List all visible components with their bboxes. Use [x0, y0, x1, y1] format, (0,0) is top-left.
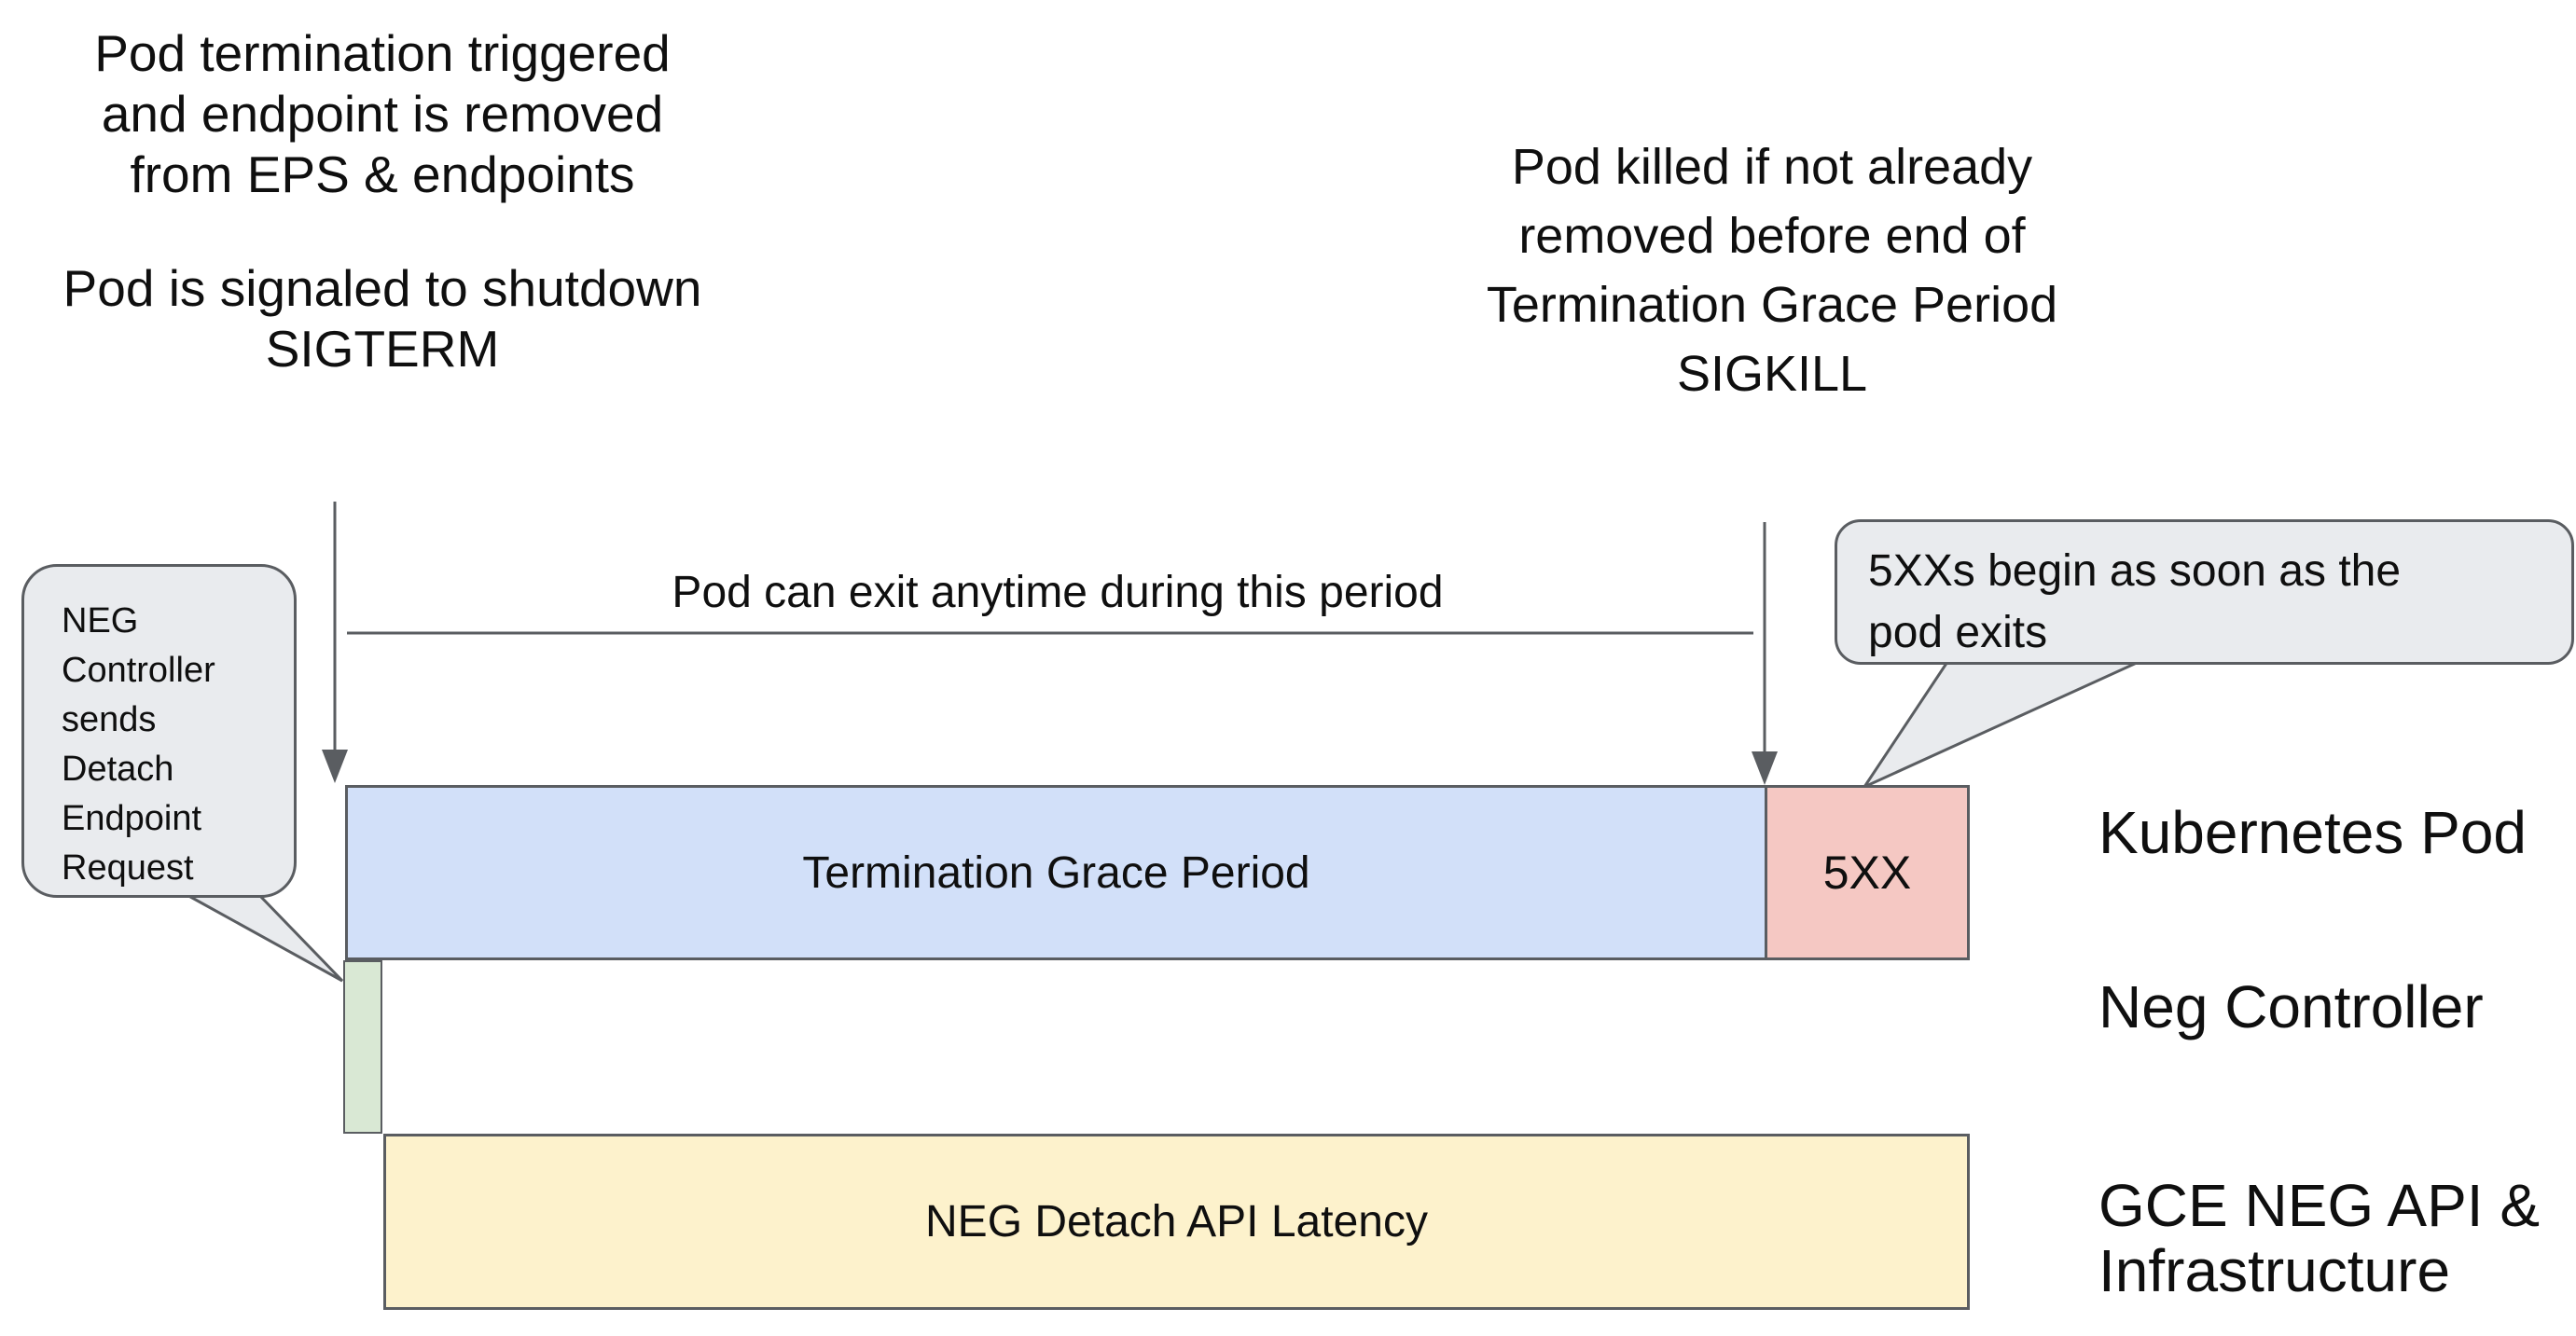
pod-killed-note: Pod killed if not already removed before…: [1441, 132, 2103, 408]
note-line: SIGTERM: [265, 320, 500, 378]
note-line: Pod termination triggered: [94, 24, 671, 82]
callout-line: sends: [62, 700, 157, 739]
callout-line: Request: [62, 848, 194, 888]
lane-label-gce-neg-api: GCE NEG API & Infrastructure: [2098, 1173, 2540, 1303]
note-line: SIGKILL: [1676, 346, 1868, 402]
neg-detach-api-latency-bar: NEG Detach API Latency: [383, 1134, 1970, 1310]
neg-callout-tail: [183, 891, 344, 983]
note-line: Termination Grace Period: [1486, 277, 2058, 333]
callout-line: pod exits: [1868, 608, 2048, 657]
neg-detach-request-bar: [343, 960, 382, 1134]
fivexx-bar: 5XX: [1765, 785, 1970, 960]
note-line: from EPS & endpoints: [130, 145, 635, 203]
sigkill-down-arrow-icon: [1752, 522, 1778, 785]
bar-label: NEG Detach API Latency: [925, 1197, 1428, 1246]
bar-label: 5XX: [1822, 847, 1912, 899]
note-line: Pod is signaled to shutdown: [62, 259, 702, 317]
pod-termination-note: Pod termination triggered and endpoint i…: [23, 23, 741, 379]
lane-label-kubernetes-pod: Kubernetes Pod: [2098, 799, 2527, 866]
callout-line: 5XXs begin as soon as the: [1868, 546, 2402, 596]
callout-line: NEG: [62, 601, 139, 640]
note-line: and endpoint is removed: [101, 85, 664, 143]
callout-line: Controller: [62, 651, 215, 690]
termination-grace-period-bar: Termination Grace Period: [345, 785, 1767, 960]
note-line: Pod killed if not already: [1511, 139, 2033, 195]
callout-line: Detach: [62, 750, 174, 789]
neg-controller-callout: NEG Controller sends Detach Endpoint Req…: [21, 564, 297, 898]
fivexx-callout: 5XXs begin as soon as the pod exits: [1835, 519, 2574, 665]
lane-label-line: GCE NEG API &: [2098, 1172, 2541, 1239]
fivexx-callout-tail: [1860, 660, 2140, 791]
period-span-label: Pod can exit anytime during this period: [672, 568, 1444, 617]
lane-label-line: Infrastructure: [2098, 1237, 2451, 1304]
lane-label-neg-controller: Neg Controller: [2098, 973, 2484, 1040]
sigterm-down-arrow-icon: [322, 502, 348, 783]
note-line: removed before end of: [1518, 208, 2026, 264]
bar-label: Termination Grace Period: [802, 847, 1310, 898]
callout-line: Endpoint: [62, 799, 202, 838]
